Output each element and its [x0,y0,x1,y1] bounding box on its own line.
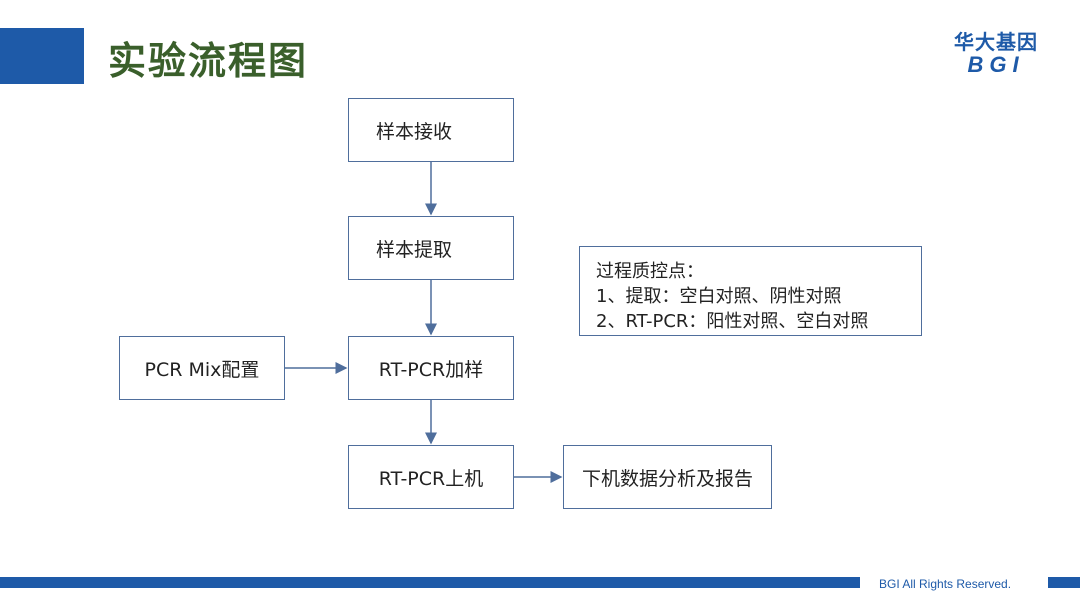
node-label: RT-PCR上机 [378,467,484,490]
node-label: 样本提取 [376,238,453,261]
node-pcr-mix: PCR Mix配置 [119,336,285,400]
node-label: 样本接收 [376,120,453,143]
slide-title: 实验流程图 [108,39,309,83]
node-label: PCR Mix配置 [144,358,260,381]
logo-en-text: BGI [967,52,1025,77]
node-rtpcr-run: RT-PCR上机 [348,445,514,509]
qc-item-1: 1、提取：空白对照、阴性对照 [596,286,842,307]
qc-item-2: 2、RT-PCR：阳性对照、空白对照 [596,311,869,332]
node-sample-receive: 样本接收 [348,98,514,162]
qc-points-box: 过程质控点： 1、提取：空白对照、阴性对照 2、RT-PCR：阳性对照、空白对照 [579,246,922,336]
node-sample-extract: 样本提取 [348,216,514,280]
footer-bar [0,577,860,588]
node-label: RT-PCR加样 [378,358,484,381]
title-accent-bar [0,28,84,84]
footer-bar-right [1048,577,1080,588]
node-label: 下机数据分析及报告 [581,467,753,490]
node-analysis-report: 下机数据分析及报告 [563,445,772,509]
footer-copyright: BGI All Rights Reserved. [879,577,1012,591]
node-rtpcr-load: RT-PCR加样 [348,336,514,400]
bgi-logo: 华大基因 BGI [944,30,1048,76]
qc-heading: 过程质控点： [596,261,704,282]
logo-cn-text: 华大基因 [954,30,1038,54]
